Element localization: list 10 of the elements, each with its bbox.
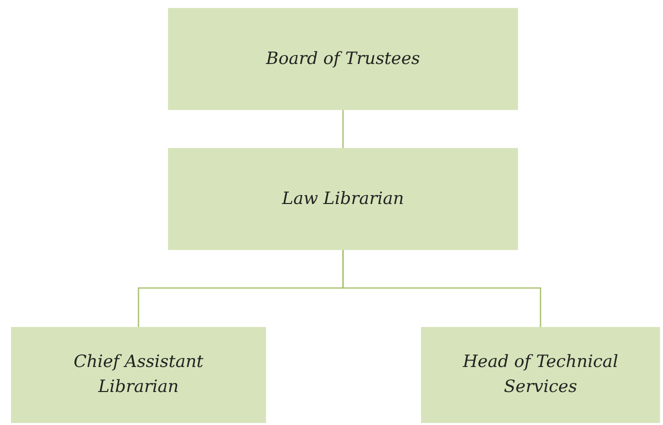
role-title: Head of Technical Services — [462, 351, 620, 399]
connector-line — [342, 250, 542, 327]
org-box — [168, 8, 518, 110]
org-box — [168, 148, 518, 250]
role-title: Law Librarian — [282, 188, 404, 211]
role-title: Board of Trustees — [266, 48, 420, 71]
org-box — [11, 327, 266, 423]
org-box — [421, 327, 660, 423]
connector-line — [342, 110, 344, 148]
role-title: Chief Assistant Librarian — [72, 351, 204, 399]
